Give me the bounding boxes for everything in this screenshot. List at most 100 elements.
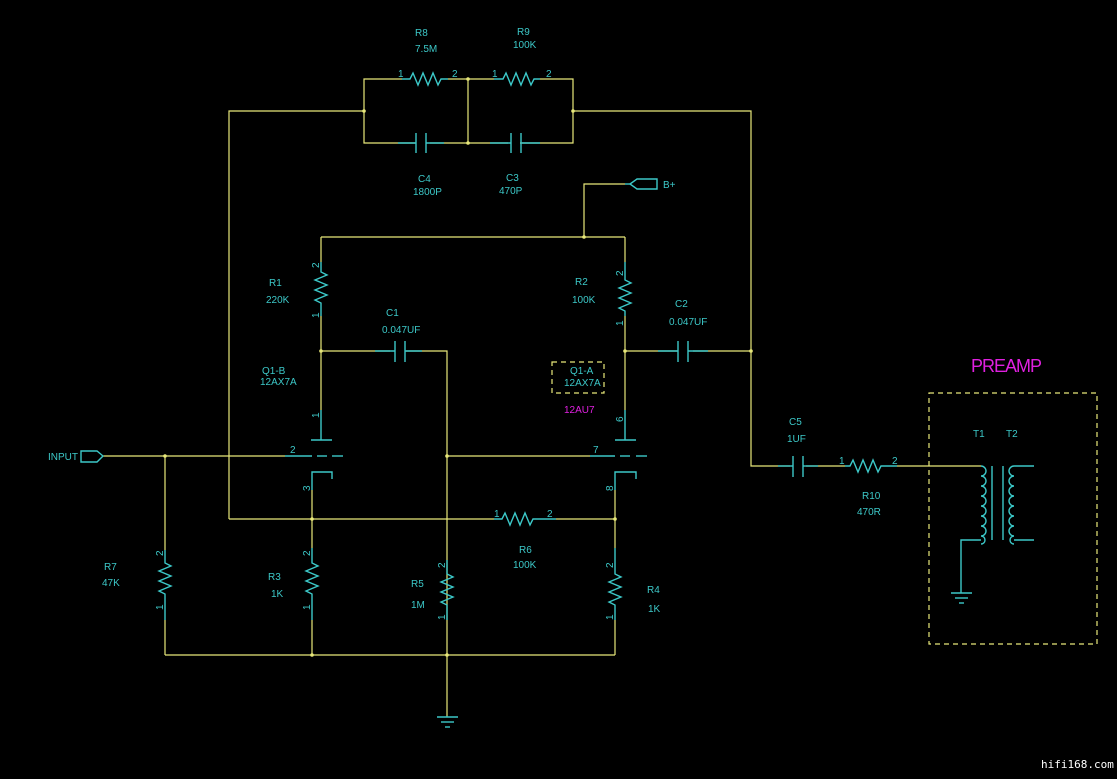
value-label: 470R <box>857 507 881 518</box>
secondary-winding <box>1008 465 1015 545</box>
pin-label: 2 <box>311 262 322 268</box>
value-label: 1K <box>271 589 284 600</box>
preamp-title: PREAMP <box>971 356 1042 376</box>
wire-feedback-right <box>573 110 790 467</box>
wires <box>103 78 981 716</box>
resistor-r5[interactable]: 2 1 R5 1M <box>411 560 455 620</box>
ref-label: R1 <box>269 278 282 289</box>
value-label: 47K <box>102 578 120 589</box>
transformer[interactable]: T1 T2 <box>973 429 1034 545</box>
pin-label: 6 <box>615 416 626 422</box>
pin-label: 2 <box>302 550 313 556</box>
pin-label: 3 <box>302 485 313 491</box>
pin-label: 1 <box>494 509 500 520</box>
input-port[interactable]: INPUT <box>48 450 105 463</box>
pin-label: 1 <box>839 456 845 467</box>
value-label: 1K <box>648 604 661 615</box>
resistor-r4[interactable]: 2 1 R4 1K <box>605 548 661 620</box>
capacitor-c3[interactable]: C3 470P <box>490 133 540 197</box>
ref-label: C2 <box>675 299 688 310</box>
ref-label: T2 <box>1006 429 1018 440</box>
value-label: 1M <box>411 600 425 611</box>
ref-label: C3 <box>506 173 519 184</box>
resistor-r8[interactable]: 1 2 R8 7.5M <box>398 28 458 87</box>
ref-label: R8 <box>415 28 428 39</box>
ref-label: R4 <box>647 585 660 596</box>
pin-label: 1 <box>398 69 404 80</box>
ref-label: R2 <box>575 277 588 288</box>
pin-label: 1 <box>311 412 322 418</box>
pin-label: 1 <box>615 320 626 326</box>
value-label: 1800P <box>413 187 442 198</box>
value-label: 220K <box>266 295 290 306</box>
alt-tube-label: 12AU7 <box>564 405 595 416</box>
ref-label: R10 <box>862 491 881 502</box>
pin-label: 1 <box>302 604 313 610</box>
value-label: 100K <box>513 40 537 51</box>
junctions <box>163 77 753 657</box>
pin-label: 2 <box>155 550 166 556</box>
bplus-port[interactable]: B+ <box>625 178 676 191</box>
value-label: 470P <box>499 186 523 197</box>
pin-label: 2 <box>615 270 626 276</box>
wire-bplus <box>583 183 625 237</box>
tube-q1a[interactable]: 6 7 8 Q1-A 12AX7A 12AU7 <box>551 361 647 491</box>
tube-highlight-box <box>551 361 605 394</box>
resistor-r3[interactable]: 2 1 R3 1K <box>268 548 320 620</box>
pin-label: 1 <box>437 614 448 620</box>
capacitor-c1[interactable]: C1 0.047UF <box>375 308 422 362</box>
tube-q1b[interactable]: 1 2 3 Q1-B 12AX7A <box>260 366 343 491</box>
value-label: 0.047UF <box>669 317 707 328</box>
capacitor-c4[interactable]: C4 1800P <box>398 133 444 198</box>
resistor-r9[interactable]: 1 2 R9 100K <box>492 27 552 87</box>
pin-label: 2 <box>605 562 616 568</box>
resistor-r10[interactable]: 1 2 R10 470R <box>839 456 898 518</box>
value-label: 12AX7A <box>564 378 601 389</box>
value-label: 12AX7A <box>260 377 297 388</box>
value-label: 100K <box>513 560 537 571</box>
input-label: INPUT <box>48 452 78 463</box>
ref-label: R6 <box>519 545 532 556</box>
preamp-block-outline <box>928 392 1098 645</box>
resistor-r7[interactable]: 2 1 R7 47K <box>102 550 173 620</box>
capacitor-c2[interactable]: C2 0.047UF <box>658 299 708 362</box>
ref-label: Q1-B <box>262 366 286 377</box>
value-label: 0.047UF <box>382 325 420 336</box>
wire-net <box>520 78 574 144</box>
value-label: 100K <box>572 295 596 306</box>
ground-icon <box>437 716 458 728</box>
watermark: hifi168.com <box>1041 758 1114 771</box>
pin-label: 1 <box>605 614 616 620</box>
ref-label: C1 <box>386 308 399 319</box>
bplus-label: B+ <box>663 180 676 191</box>
wire-net <box>363 78 402 111</box>
primary-winding <box>980 465 987 545</box>
ref-label: T1 <box>973 429 985 440</box>
ground-icon <box>951 539 981 604</box>
ref-label: C5 <box>789 417 802 428</box>
pin-label: 1 <box>155 604 166 610</box>
wire-net <box>363 111 415 144</box>
ref-label: R5 <box>411 579 424 590</box>
resistor-r6[interactable]: 1 2 R6 100K <box>494 509 556 571</box>
value-label: 7.5M <box>415 44 437 55</box>
value-label: 1UF <box>787 434 806 445</box>
pin-label: 1 <box>492 69 498 80</box>
ref-label: C4 <box>418 174 431 185</box>
pin-label: 2 <box>546 69 552 80</box>
ref-label: Q1-A <box>570 366 594 377</box>
pin-label: 2 <box>452 69 458 80</box>
pin-label: 2 <box>290 445 296 456</box>
resistor-r1[interactable]: 2 1 R1 220K <box>266 262 329 318</box>
capacitor-c5[interactable]: C5 1UF <box>778 417 818 477</box>
pin-label: 2 <box>547 509 553 520</box>
ref-label: R7 <box>104 562 117 573</box>
pin-label: 2 <box>892 456 898 467</box>
pin-label: 8 <box>605 485 616 491</box>
pin-label: 1 <box>311 312 322 318</box>
ref-label: R3 <box>268 572 281 583</box>
wire-feedback-left <box>228 110 364 519</box>
pin-label: 2 <box>437 562 448 568</box>
resistor-r2[interactable]: 2 1 R2 100K <box>572 262 633 326</box>
pin-label: 7 <box>593 445 599 456</box>
